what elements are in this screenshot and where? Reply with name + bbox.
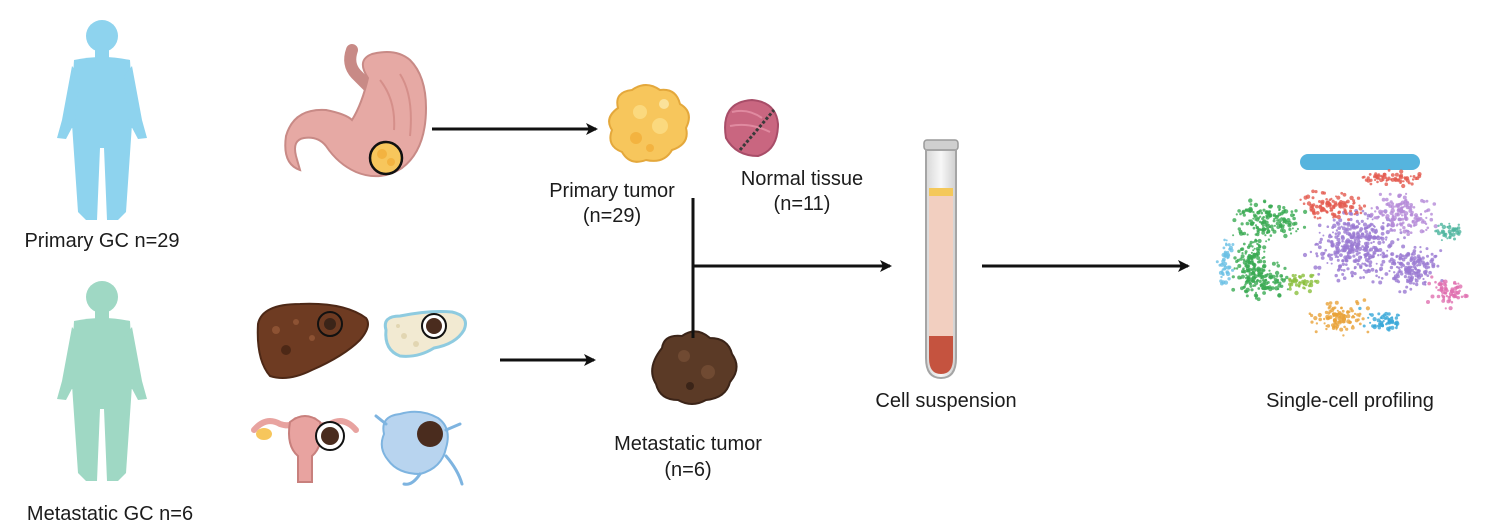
metastatic-patient-figure [57,281,147,481]
metastatic-tumor-count: (n=6) [664,459,712,481]
peritoneum-illustration [374,410,464,486]
primary-tumor-illustration [608,84,690,163]
normal-tissue-illustration [724,98,780,158]
pancreas-illustration [383,310,467,358]
stomach-illustration [284,44,428,178]
primary-patient-figure [57,20,147,220]
single-cell-cluster-plot [1215,154,1469,337]
normal-tissue-name: Normal tissue [740,168,864,190]
single-cell-profiling-label: Single-cell profiling [1266,390,1434,412]
metastatic-tumor-illustration [651,330,738,405]
metastatic-gc-label: Metastatic GC n=6 [26,503,194,525]
primary-gc-label: Primary GC n=29 [24,230,180,252]
primary-tumor-name: Primary tumor [549,180,675,202]
metastatic-tumor-name: Metastatic tumor [614,433,762,455]
cell-suspension-label: Cell suspension [875,390,1017,412]
flow-connectors [432,123,1190,366]
normal-tissue-count: (n=11) [773,193,831,215]
ovary-uterus-illustration [251,415,359,483]
primary-tumor-count: (n=29) [582,205,642,227]
liver-illustration [256,302,369,379]
cell-suspension-tube [923,139,959,380]
